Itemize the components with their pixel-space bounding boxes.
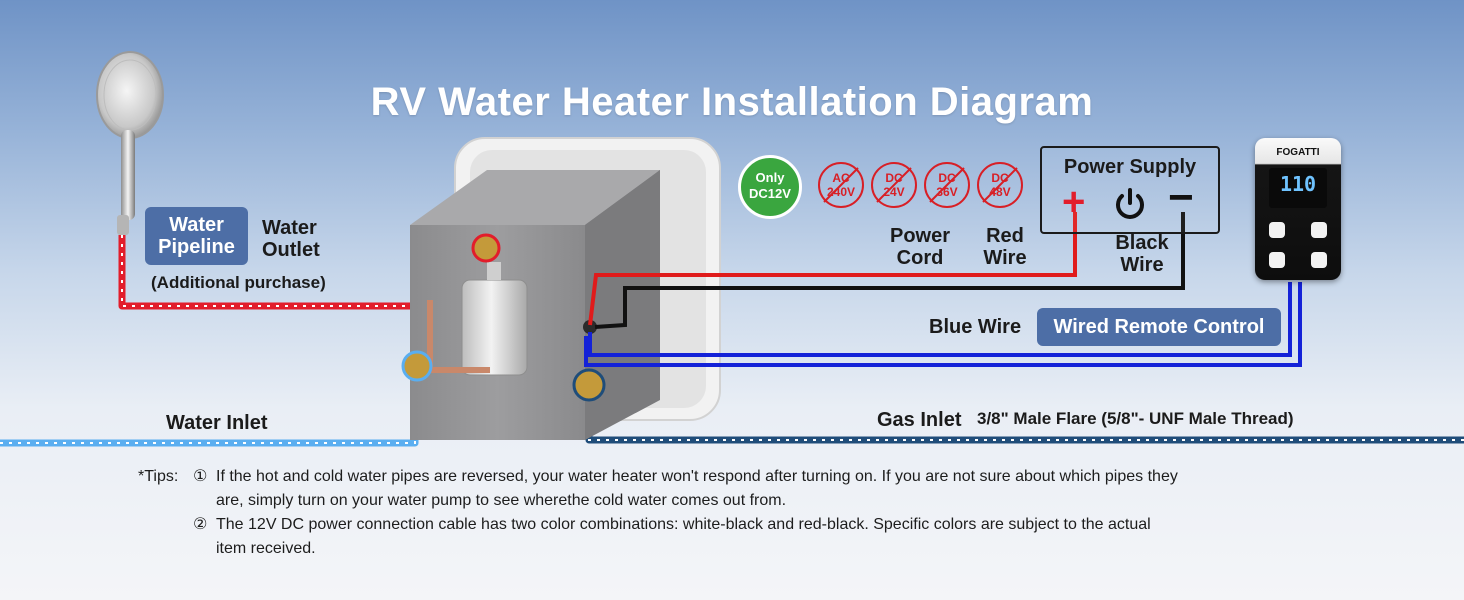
crossed-voltage-badges: AC 240V DC 24V DC 36V DC 48V [818,162,1028,212]
diagram-title: RV Water Heater Installation Diagram [370,80,1094,124]
remote-display-value: 110 [1279,172,1317,196]
heater-body [410,170,660,440]
wired-remote-label: Wired Remote Control [1053,316,1265,338]
minus-icon: − [1168,173,1194,222]
black-wire-label: Black Wire [1115,232,1169,276]
gas-inlet-fitting [572,368,606,402]
red-wire-line [588,212,1077,326]
plus-icon: + [1062,180,1086,224]
tips-prefix: *Tips: [138,468,179,485]
badge-only-dc12v: Only DC12V [738,155,802,219]
shower-head-icon [96,51,164,235]
remote-button-mode[interactable] [1269,252,1285,268]
cross-out-strokes [823,167,1018,203]
tip-2-text-line2: item received. [216,540,316,557]
water-inlet-label: Water Inlet [166,412,268,434]
tip-2-marker: ② [193,516,208,533]
remote-button-down[interactable] [1311,252,1327,268]
badge-dc24v: DC 24V [871,162,917,208]
power-connector [583,320,597,334]
blue-wire-line-2 [584,282,1302,367]
hot-outlet-fitting [471,233,501,263]
cold-inlet-fitting [401,350,433,382]
badge-only-line1: Only [755,170,785,185]
power-supply-panel: Power Supply + − [1040,146,1220,234]
black-wire-line [594,212,1185,329]
red-wire-label: Red Wire [983,225,1027,269]
power-icon [1116,188,1144,219]
remote-button-up[interactable] [1311,222,1327,238]
blue-wire-label: Blue Wire [929,316,1022,338]
remote-control: FOGATTI 110 [1255,138,1341,280]
tip-1-text: If the hot and cold water pipes are reve… [216,468,1178,485]
power-supply-label: Power Supply [1063,156,1197,178]
tip-1-text-line2: are, simply turn on your water pump to s… [216,492,787,509]
blue-wire-line-1 [588,282,1292,357]
additional-purchase-label: (Additional purchase) [151,273,326,292]
tip-2-text: The 12V DC power connection cable has tw… [216,516,1151,533]
gas-spec-label: 3/8" Male Flare (5/8"- UNF Male Thread) [977,409,1294,428]
wires [584,212,1302,367]
remote-button-power[interactable] [1269,222,1285,238]
water-pipeline-tag: Water Pipeline [145,207,248,265]
gas-inlet-label: Gas Inlet [877,409,962,431]
remote-screen: 110 [1269,168,1327,208]
water-outlet-label: Water Outlet [262,217,320,261]
wired-remote-tag: Wired Remote Control [1037,308,1281,346]
water-pipeline-label: Water Pipeline [158,214,235,258]
power-cord-label: Power Cord [889,225,951,269]
badge-only-line2: DC12V [749,186,791,201]
tip-1-marker: ① [193,468,208,485]
remote-brand: FOGATTI [1276,147,1320,158]
